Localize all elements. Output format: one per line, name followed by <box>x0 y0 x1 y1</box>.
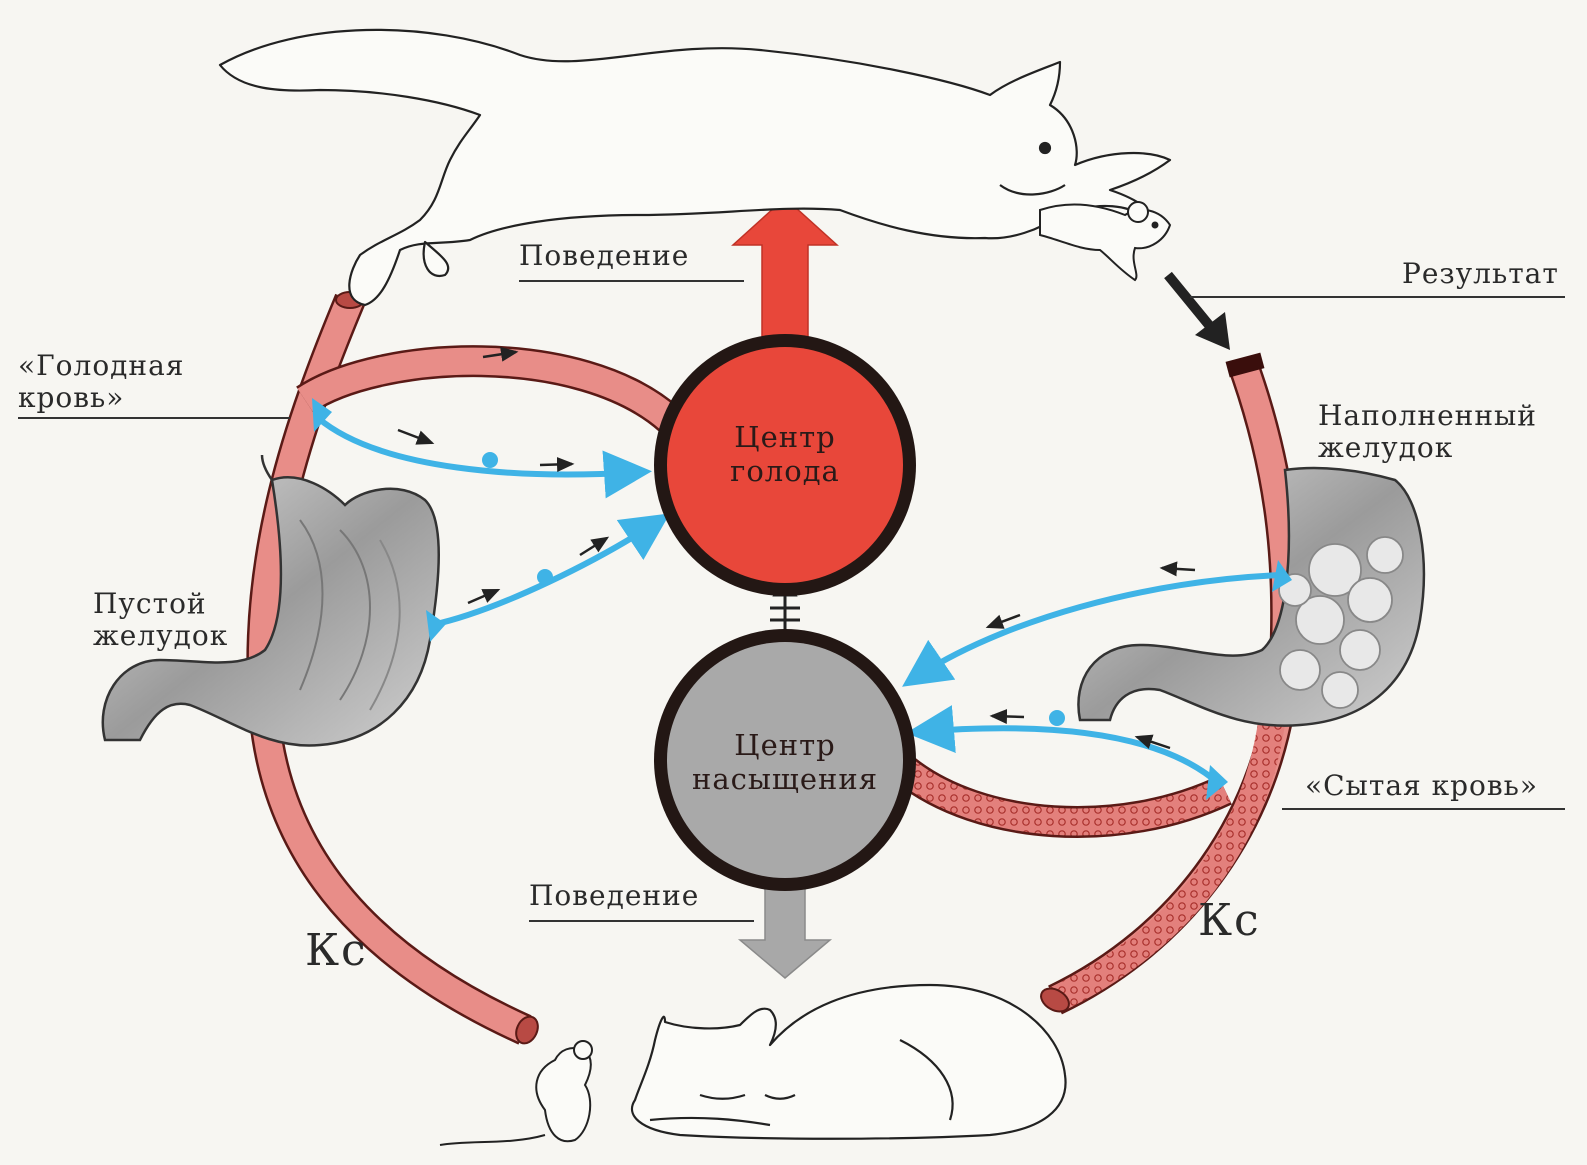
behavior-bottom-label: Поведение <box>529 880 699 912</box>
satiety-center-title: Центр насыщения <box>665 728 905 796</box>
result-label: Результат <box>1402 258 1559 290</box>
behavior-top-rule <box>519 280 744 282</box>
conditioned-stimulus-right-label: Кс <box>1198 905 1261 937</box>
mouse-caught-icon <box>1040 202 1170 280</box>
hungry-blood-label-line1: «Голодная <box>18 350 184 382</box>
full-stomach-label-line2: желудок <box>1318 432 1453 464</box>
cat-leaping-icon <box>220 30 1170 305</box>
fed-blood-rule <box>1282 808 1565 810</box>
full-stomach-label-line1: Наполненный <box>1318 400 1537 432</box>
behavior-up-arrow <box>733 198 837 355</box>
satiety-center-line2: насыщения <box>665 762 905 796</box>
behavior-down-arrow <box>740 880 830 978</box>
hungry-blood-rule <box>18 417 290 419</box>
mouse-sitting-icon <box>440 1041 592 1145</box>
cat-sleeping-icon <box>632 985 1066 1139</box>
hunger-center-title: Центр голода <box>695 420 875 488</box>
fed-blood-label: «Сытая кровь» <box>1305 770 1538 802</box>
conditioned-stimulus-left-label: Кс <box>305 935 368 967</box>
hungry-blood-label-line2: кровь» <box>18 382 124 414</box>
result-rule <box>1190 296 1565 298</box>
right-branch-vessel <box>905 770 1225 822</box>
behavior-top-label: Поведение <box>519 240 689 272</box>
satiety-center-line1: Центр <box>665 728 905 762</box>
empty-stomach-label-line2: желудок <box>93 620 228 652</box>
behavior-bottom-rule <box>529 920 754 922</box>
result-arrow <box>1168 275 1230 350</box>
hunger-center-line2: голода <box>695 454 875 488</box>
empty-stomach-label-line1: Пустой <box>93 588 207 620</box>
left-branch-vessel <box>305 361 670 420</box>
hunger-center-line1: Центр <box>695 420 875 454</box>
